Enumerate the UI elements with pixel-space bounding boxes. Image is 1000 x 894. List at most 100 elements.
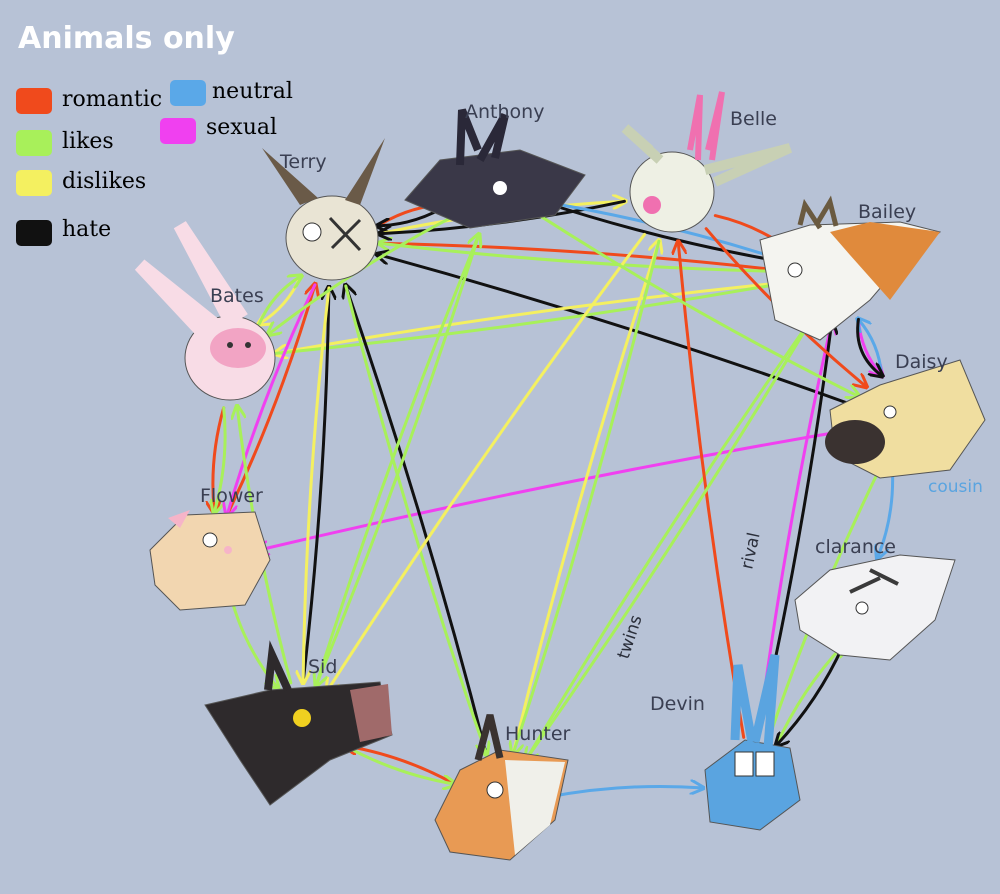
annotation-rival: rival — [737, 531, 764, 571]
arrow-terry-to-sid-dislikes — [303, 286, 331, 682]
character-bates: Bates — [134, 221, 276, 401]
sid-ear — [264, 640, 292, 692]
hunter-ear — [474, 714, 504, 761]
arrow-bailey-to-daisy-hate — [856, 317, 882, 375]
arrow-belle-to-hunter-likes — [513, 239, 661, 754]
character-daisy: Daisy — [825, 351, 986, 479]
flower-cheek — [224, 546, 232, 554]
daisy-eye — [883, 405, 897, 419]
arrow-bates-to-terry-likes — [257, 276, 300, 326]
character-flower: Flower — [149, 485, 271, 611]
devin-eye-right — [755, 751, 775, 777]
character-clarance: clarance — [794, 536, 956, 661]
arrow-terry-to-flower-sexual — [227, 283, 317, 515]
arrow-flower-to-terry-romantic — [225, 285, 315, 517]
arrow-terry-to-hunter-likes — [344, 284, 486, 754]
legend-label-romantic: romantic — [62, 87, 162, 112]
bailey-eye — [787, 262, 803, 278]
flower-eye — [202, 532, 218, 548]
arrow-daisy-to-flower-sexual — [257, 428, 855, 551]
arrow-devin-to-clarance-likes — [775, 645, 844, 747]
legend-item-neutral: neutral — [170, 79, 293, 106]
bates-nostril-left — [227, 342, 233, 348]
hunter-eye — [486, 781, 504, 799]
character-bailey: Bailey — [759, 195, 942, 341]
annotation-twins: twins — [614, 613, 647, 662]
belle-nose — [643, 196, 661, 214]
legend-swatch-dislikes — [16, 170, 52, 196]
name-flower: Flower — [200, 485, 263, 507]
anthony-eye — [493, 181, 507, 195]
arrow-clarance-to-devin-hate — [777, 643, 845, 745]
name-belle: Belle — [730, 108, 777, 130]
arrow-hunter-to-belle-dislikes — [511, 241, 659, 756]
devin-ears — [730, 653, 780, 749]
arrow-hunter-to-bailey-likes — [524, 315, 814, 762]
bailey-patch — [830, 222, 940, 300]
arrow-sid-to-hunter-likes — [343, 744, 454, 784]
name-daisy: Daisy — [895, 351, 948, 373]
legend-label-dislikes: dislikes — [62, 169, 146, 194]
belle-ears — [621, 124, 793, 187]
hunter-muzzle — [505, 760, 565, 855]
daisy-nose — [825, 420, 885, 464]
arrow-bates-to-flower-likes — [214, 406, 227, 512]
bates-ears — [134, 221, 248, 345]
arrow-anthony-to-daisy-likes — [535, 212, 859, 397]
anthony-ears — [456, 108, 509, 166]
arrow-daisy-to-terry-hate — [378, 255, 856, 407]
character-sid: Sid — [204, 640, 393, 806]
devin-head — [704, 739, 801, 831]
legend-item-romantic: romantic — [16, 87, 162, 114]
terry-ear-right — [345, 138, 385, 205]
legend-label-hate: hate — [62, 217, 111, 242]
arrow-bailey-to-bates-dislikes — [276, 280, 794, 354]
arrow-sid-to-terry-hate — [301, 288, 329, 684]
clarance-head — [794, 554, 956, 661]
bates-nostril-right — [245, 342, 251, 348]
arrow-anthony-to-sid-likes — [316, 233, 481, 685]
terry-head — [285, 195, 379, 281]
character-hunter: Hunter — [434, 714, 571, 861]
clarance-eye — [855, 601, 869, 615]
arrow-bates-to-bailey-likes — [274, 282, 793, 355]
legend-item-sexual: sexual — [160, 115, 277, 144]
annotation-cousin: cousin — [928, 477, 983, 497]
legend-swatch-hate — [16, 220, 52, 246]
legend: romantic likes dislikes hate neutral sex… — [16, 79, 293, 246]
name-bailey: Bailey — [858, 201, 916, 223]
sid-eye — [293, 709, 311, 727]
legend-label-neutral: neutral — [212, 79, 293, 104]
legend-swatch-romantic — [16, 88, 52, 114]
arrow-bailey-to-hunter-likes — [526, 313, 816, 759]
legend-item-hate: hate — [16, 217, 111, 246]
name-hunter: Hunter — [505, 723, 571, 745]
character-terry: Terry — [262, 138, 385, 281]
character-anthony: Anthony — [404, 101, 586, 229]
arrow-hunter-to-sid-romantic — [345, 746, 457, 786]
arrow-bailey-to-terry-likes — [380, 243, 794, 274]
flower-bow — [168, 510, 190, 528]
arrow-anthony-to-bailey-hate — [540, 200, 794, 264]
flower-head — [149, 511, 271, 611]
bates-snout — [210, 328, 266, 368]
belle-bow — [687, 91, 725, 161]
arrow-hunter-to-devin-neutral — [546, 786, 702, 799]
belle-head — [629, 151, 715, 233]
diagram-title: Animals only — [18, 21, 235, 56]
terry-eye — [302, 222, 322, 242]
terry-eye-scribble — [328, 216, 362, 252]
name-clarance: clarance — [815, 536, 896, 558]
legend-item-likes: likes — [16, 129, 114, 156]
arrow-sid-to-anthony-likes — [314, 235, 478, 687]
character-devin: Devin — [650, 653, 801, 831]
arrow-belle-to-sid-dislikes — [327, 232, 647, 690]
clarance-brows — [849, 568, 899, 594]
legend-label-sexual: sexual — [206, 115, 277, 140]
bailey-ears — [797, 195, 839, 230]
name-sid: Sid — [308, 656, 337, 678]
legend-item-dislikes: dislikes — [16, 169, 146, 196]
arrow-hunter-to-terry-hate — [346, 286, 488, 756]
name-terry: Terry — [279, 151, 327, 173]
